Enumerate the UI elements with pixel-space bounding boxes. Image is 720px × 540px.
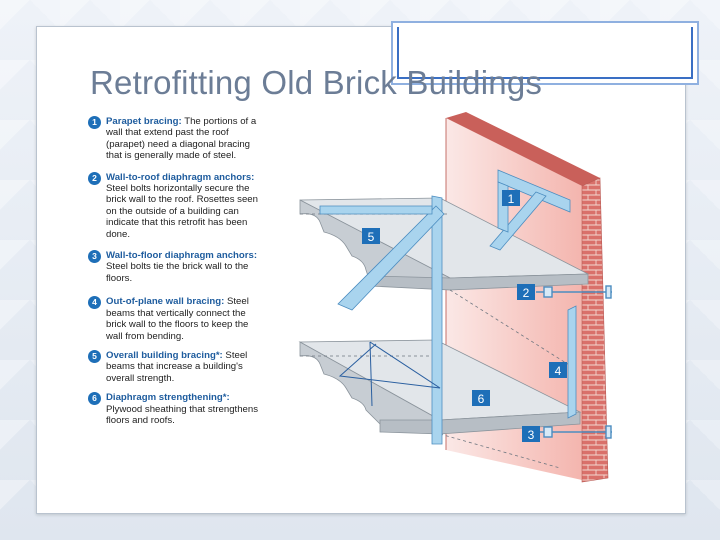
- legend-item-6: 6 Diaphragm strengthening*: Plywood shea…: [88, 392, 258, 426]
- number-badge: 5: [88, 349, 101, 363]
- legend-item-4: 4 Out-of-plane wall bracing: Steel beams…: [88, 296, 258, 342]
- callout-3: 3: [522, 426, 540, 442]
- diaphragm-lines: [338, 341, 441, 407]
- legend-item-title: Wall-to-roof diaphragm anchors:: [106, 171, 255, 183]
- header-frame: [397, 27, 693, 79]
- callout-2: 2: [517, 284, 535, 300]
- number-badge: 3: [88, 250, 101, 264]
- legend-item-description: Steel bolts tie the brick wall to the fl…: [106, 261, 249, 284]
- legend-list: 1 Parapet bracing: The portions of a wal…: [88, 116, 258, 426]
- retrofit-diagram: 1 5 2 4 6 3: [298, 112, 612, 483]
- brick-wall: [581, 177, 609, 483]
- legend-item-description: The portions of a wall that extend past …: [106, 116, 257, 162]
- svg-text:4: 4: [555, 364, 562, 378]
- number-badge: 2: [88, 171, 101, 185]
- parapet-top: [446, 112, 600, 186]
- legend-item-5: 5 Overall building bracing*: Steel beams…: [88, 349, 258, 384]
- slide-title: Retrofitting Old Brick Buildings: [90, 64, 543, 101]
- anchor-bolt-floor: [536, 425, 612, 439]
- overall-bracing: [319, 195, 445, 445]
- anchor-bolt-roof: [536, 285, 612, 299]
- legend-item-3: 3 Wall-to-floor diaphragm anchors: Steel…: [88, 250, 258, 284]
- out-of-plane-bracing: [567, 305, 577, 419]
- svg-text:2: 2: [523, 286, 530, 300]
- svg-text:3: 3: [528, 428, 535, 442]
- legend-item-2: 2 Wall-to-roof diaphragm anchors: Steel …: [88, 171, 258, 240]
- legend-item-title: Diaphragm strengthening*:: [106, 392, 230, 404]
- legend-item-title: Wall-to-floor diaphragm anchors:: [106, 250, 258, 262]
- legend-item-description: Plywood sheathing that strengthens floor…: [106, 403, 259, 426]
- floor-slab-edge: [299, 341, 441, 427]
- legend-item-description: Steel beams that increase a building's o…: [106, 349, 248, 384]
- number-badge: 4: [88, 296, 101, 310]
- legend-item-title: Parapet bracing:: [106, 116, 182, 127]
- legend-item-title: Overall building bracing*:: [106, 349, 223, 361]
- callout-6: 6: [472, 390, 490, 406]
- callout-1: 1: [502, 190, 520, 206]
- svg-text:5: 5: [368, 230, 375, 244]
- svg-text:1: 1: [508, 192, 515, 206]
- number-badge: 1: [88, 116, 101, 129]
- legend-item-1: 1 Parapet bracing: The portions of a wal…: [88, 116, 258, 162]
- number-badge: 6: [88, 392, 101, 406]
- callout-4: 4: [549, 362, 567, 378]
- legend-item-description: Steel bolts horizontally secure the bric…: [106, 183, 258, 240]
- legend-item-description: Steel beams that vertically connect the …: [106, 296, 249, 342]
- legend-item-title: Out-of-plane wall bracing:: [106, 296, 225, 308]
- callout-5: 5: [362, 228, 380, 244]
- svg-text:6: 6: [478, 392, 485, 406]
